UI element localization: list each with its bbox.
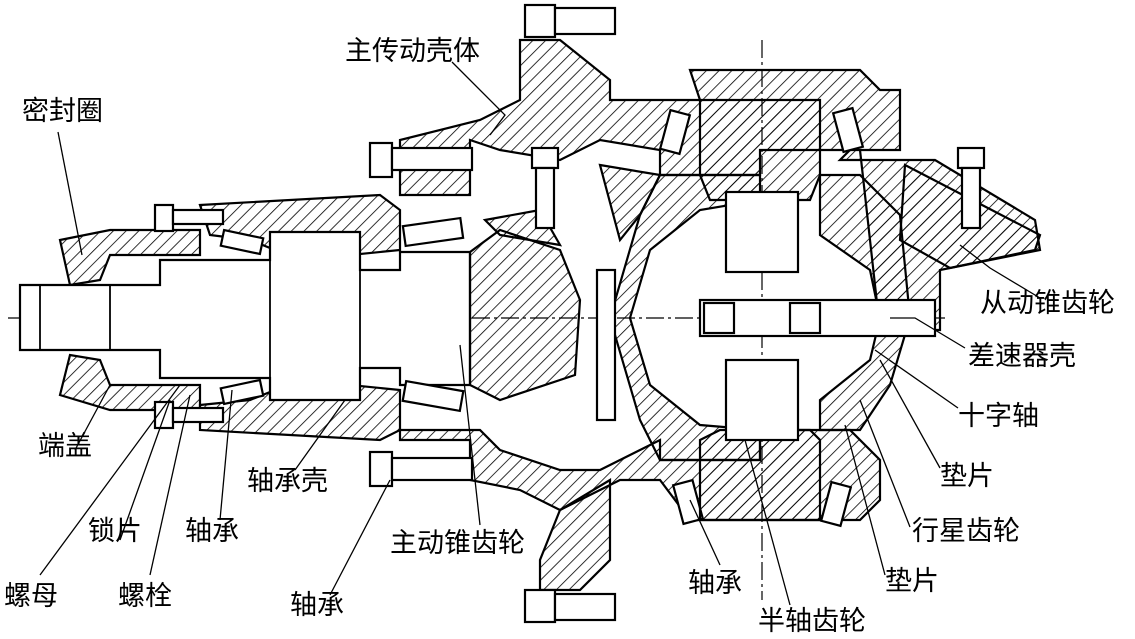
side-gear-upper	[698, 98, 822, 274]
label-bearing-left: 轴承	[185, 516, 239, 547]
label-cross-shaft: 十字轴	[958, 401, 1039, 432]
label-planet-gear: 行星齿轮	[912, 516, 1020, 547]
bolt-left-upper	[368, 141, 474, 179]
label-bearing-lower: 轴承	[290, 590, 344, 621]
side-gear-lower	[698, 358, 822, 522]
label-end-cover: 端盖	[38, 431, 92, 462]
bolt-top	[523, 3, 617, 39]
bolt-end-cover-lower	[153, 400, 225, 430]
bolt-end-cover-upper	[153, 203, 225, 233]
leader-lines	[39, 61, 1041, 606]
bolt-left-lower	[368, 450, 474, 488]
label-bearing-housing: 轴承壳	[247, 466, 328, 497]
drive-bevel-gear	[468, 208, 582, 402]
bolt-bottom	[523, 588, 617, 624]
bolt-right	[956, 146, 986, 230]
label-main-housing: 主传动壳体	[345, 36, 480, 67]
label-seal-ring: 密封圈	[22, 96, 103, 127]
label-bolt: 螺栓	[118, 581, 172, 612]
bearing-top-right	[658, 106, 865, 528]
bearing-middle	[401, 216, 465, 413]
end-cover	[58, 228, 202, 412]
label-side-gear: 半轴齿轮	[758, 606, 866, 637]
label-drive-bevel-gear: 主动锥齿轮	[390, 528, 525, 559]
label-washer-upper: 垫片	[940, 461, 994, 492]
bolt-center	[530, 146, 560, 230]
label-bearing-bottom: 轴承	[688, 568, 742, 599]
label-driven-bevel-gear: 从动锥齿轮	[980, 288, 1115, 319]
label-lock-plate: 锁片	[88, 516, 142, 547]
label-diff-case: 差速器壳	[968, 341, 1076, 372]
label-washer-lower: 垫片	[885, 566, 939, 597]
label-nut: 螺母	[4, 581, 58, 612]
